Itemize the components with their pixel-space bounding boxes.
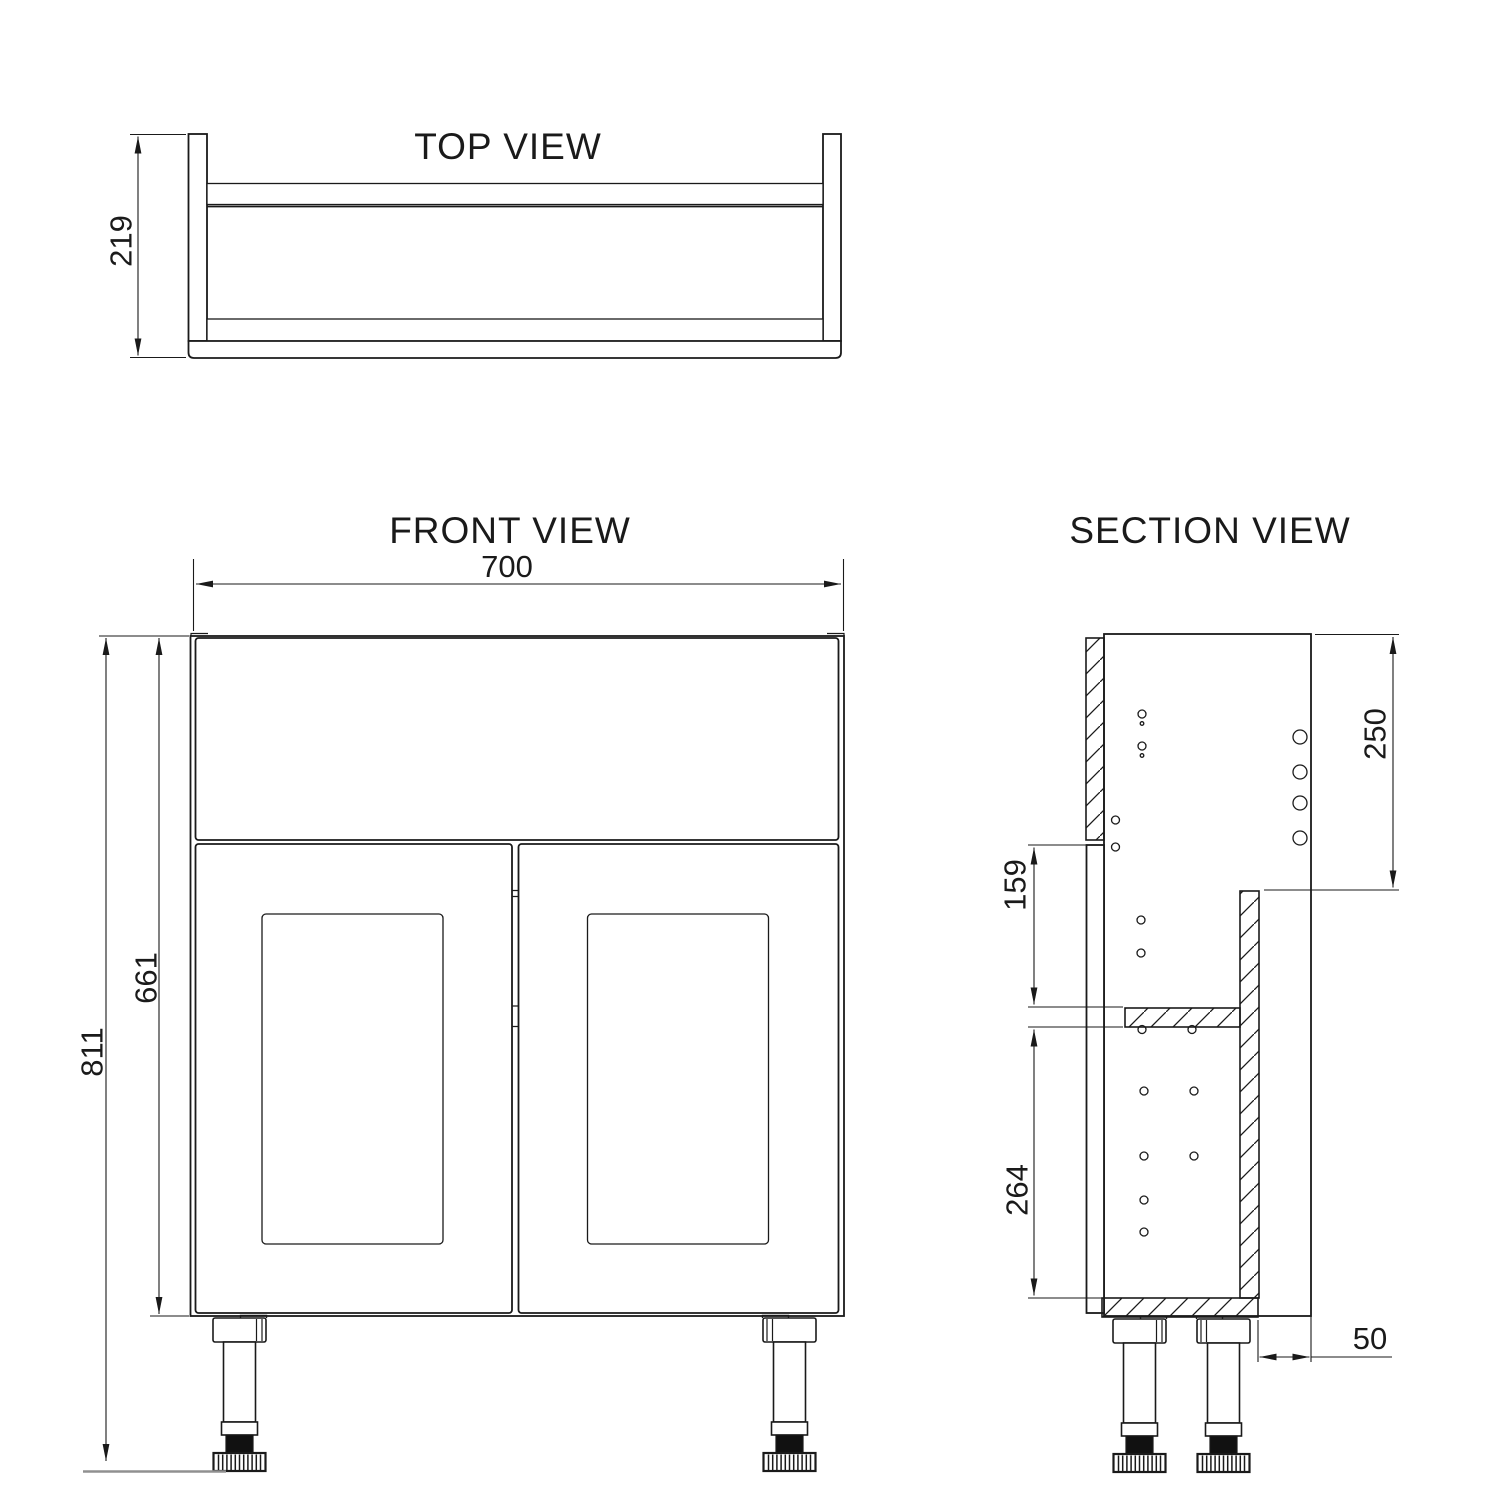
drill-hole xyxy=(1139,1227,1149,1237)
dim-label-264: 264 xyxy=(1000,1164,1035,1216)
top-view-front-rail xyxy=(206,318,824,342)
drill-hole xyxy=(1136,948,1146,958)
drawer-false-front xyxy=(194,637,840,841)
section-view-title: SECTION VIEW xyxy=(1069,510,1350,551)
adjustable-leg xyxy=(1111,1315,1168,1474)
drill-hole xyxy=(1139,753,1145,758)
front-view: FRONT VIEW 700 811 661 xyxy=(75,510,845,1473)
dim-label-811: 811 xyxy=(75,1027,110,1076)
dim-label-50: 50 xyxy=(1353,1321,1387,1356)
drill-hole xyxy=(1139,1086,1149,1096)
drill-hole xyxy=(1292,830,1308,846)
dim-label-700: 700 xyxy=(481,549,533,584)
adjustable-leg xyxy=(211,1314,268,1473)
dimension-50: 50 xyxy=(1257,1316,1392,1362)
dim-label-159: 159 xyxy=(998,859,1033,911)
dim-label-661: 661 xyxy=(129,952,164,1004)
door-gap-hinge-marks xyxy=(511,889,519,1028)
top-view-back-rail xyxy=(206,182,824,206)
section-shelf-cut xyxy=(1124,1007,1241,1028)
system-holes xyxy=(1110,709,1308,1237)
drill-hole xyxy=(1139,1151,1149,1161)
dimension-250: 250 xyxy=(1264,633,1399,891)
dimension-264: 264 xyxy=(1000,1026,1123,1299)
drill-hole xyxy=(1189,1086,1199,1096)
top-view: TOP VIEW 219 xyxy=(104,126,842,359)
section-side-panel xyxy=(1103,633,1312,1317)
section-bottom-panel-cut xyxy=(1101,1297,1259,1318)
drill-hole xyxy=(1137,709,1147,719)
front-view-title: FRONT VIEW xyxy=(389,510,631,551)
top-view-front-edge-band xyxy=(187,340,842,359)
drill-hole xyxy=(1137,741,1147,751)
section-view: SECTION VIEW xyxy=(998,510,1399,1474)
dim-label-219: 219 xyxy=(104,215,139,267)
section-front-panel-cut xyxy=(1085,637,1105,841)
side-panel-top-edges xyxy=(190,632,845,636)
drill-hole xyxy=(1292,795,1308,811)
dim-label-250: 250 xyxy=(1358,708,1393,760)
top-view-side-panel-left xyxy=(187,133,208,342)
top-view-title: TOP VIEW xyxy=(414,126,602,167)
door-left-inset-panel xyxy=(261,913,444,1245)
dimension-159: 159 xyxy=(998,844,1123,1008)
dimension-811: 811 xyxy=(75,635,226,1473)
dimension-219: 219 xyxy=(104,133,186,359)
drill-hole xyxy=(1110,842,1121,852)
drill-hole xyxy=(1136,915,1146,925)
drill-hole xyxy=(1139,1195,1149,1205)
section-back-panel-cut xyxy=(1239,890,1260,1299)
drill-hole xyxy=(1110,815,1121,825)
adjustable-leg xyxy=(761,1314,818,1473)
drill-hole xyxy=(1189,1151,1199,1161)
top-view-side-panel-right xyxy=(822,133,842,342)
drill-hole xyxy=(1292,764,1308,780)
drill-hole xyxy=(1292,729,1308,745)
drill-hole xyxy=(1139,721,1145,726)
section-door xyxy=(1085,844,1105,1314)
dimension-661: 661 xyxy=(129,638,189,1317)
adjustable-leg xyxy=(1195,1315,1252,1474)
dimension-700: 700 xyxy=(192,549,845,631)
door-right-inset-panel xyxy=(586,913,770,1245)
